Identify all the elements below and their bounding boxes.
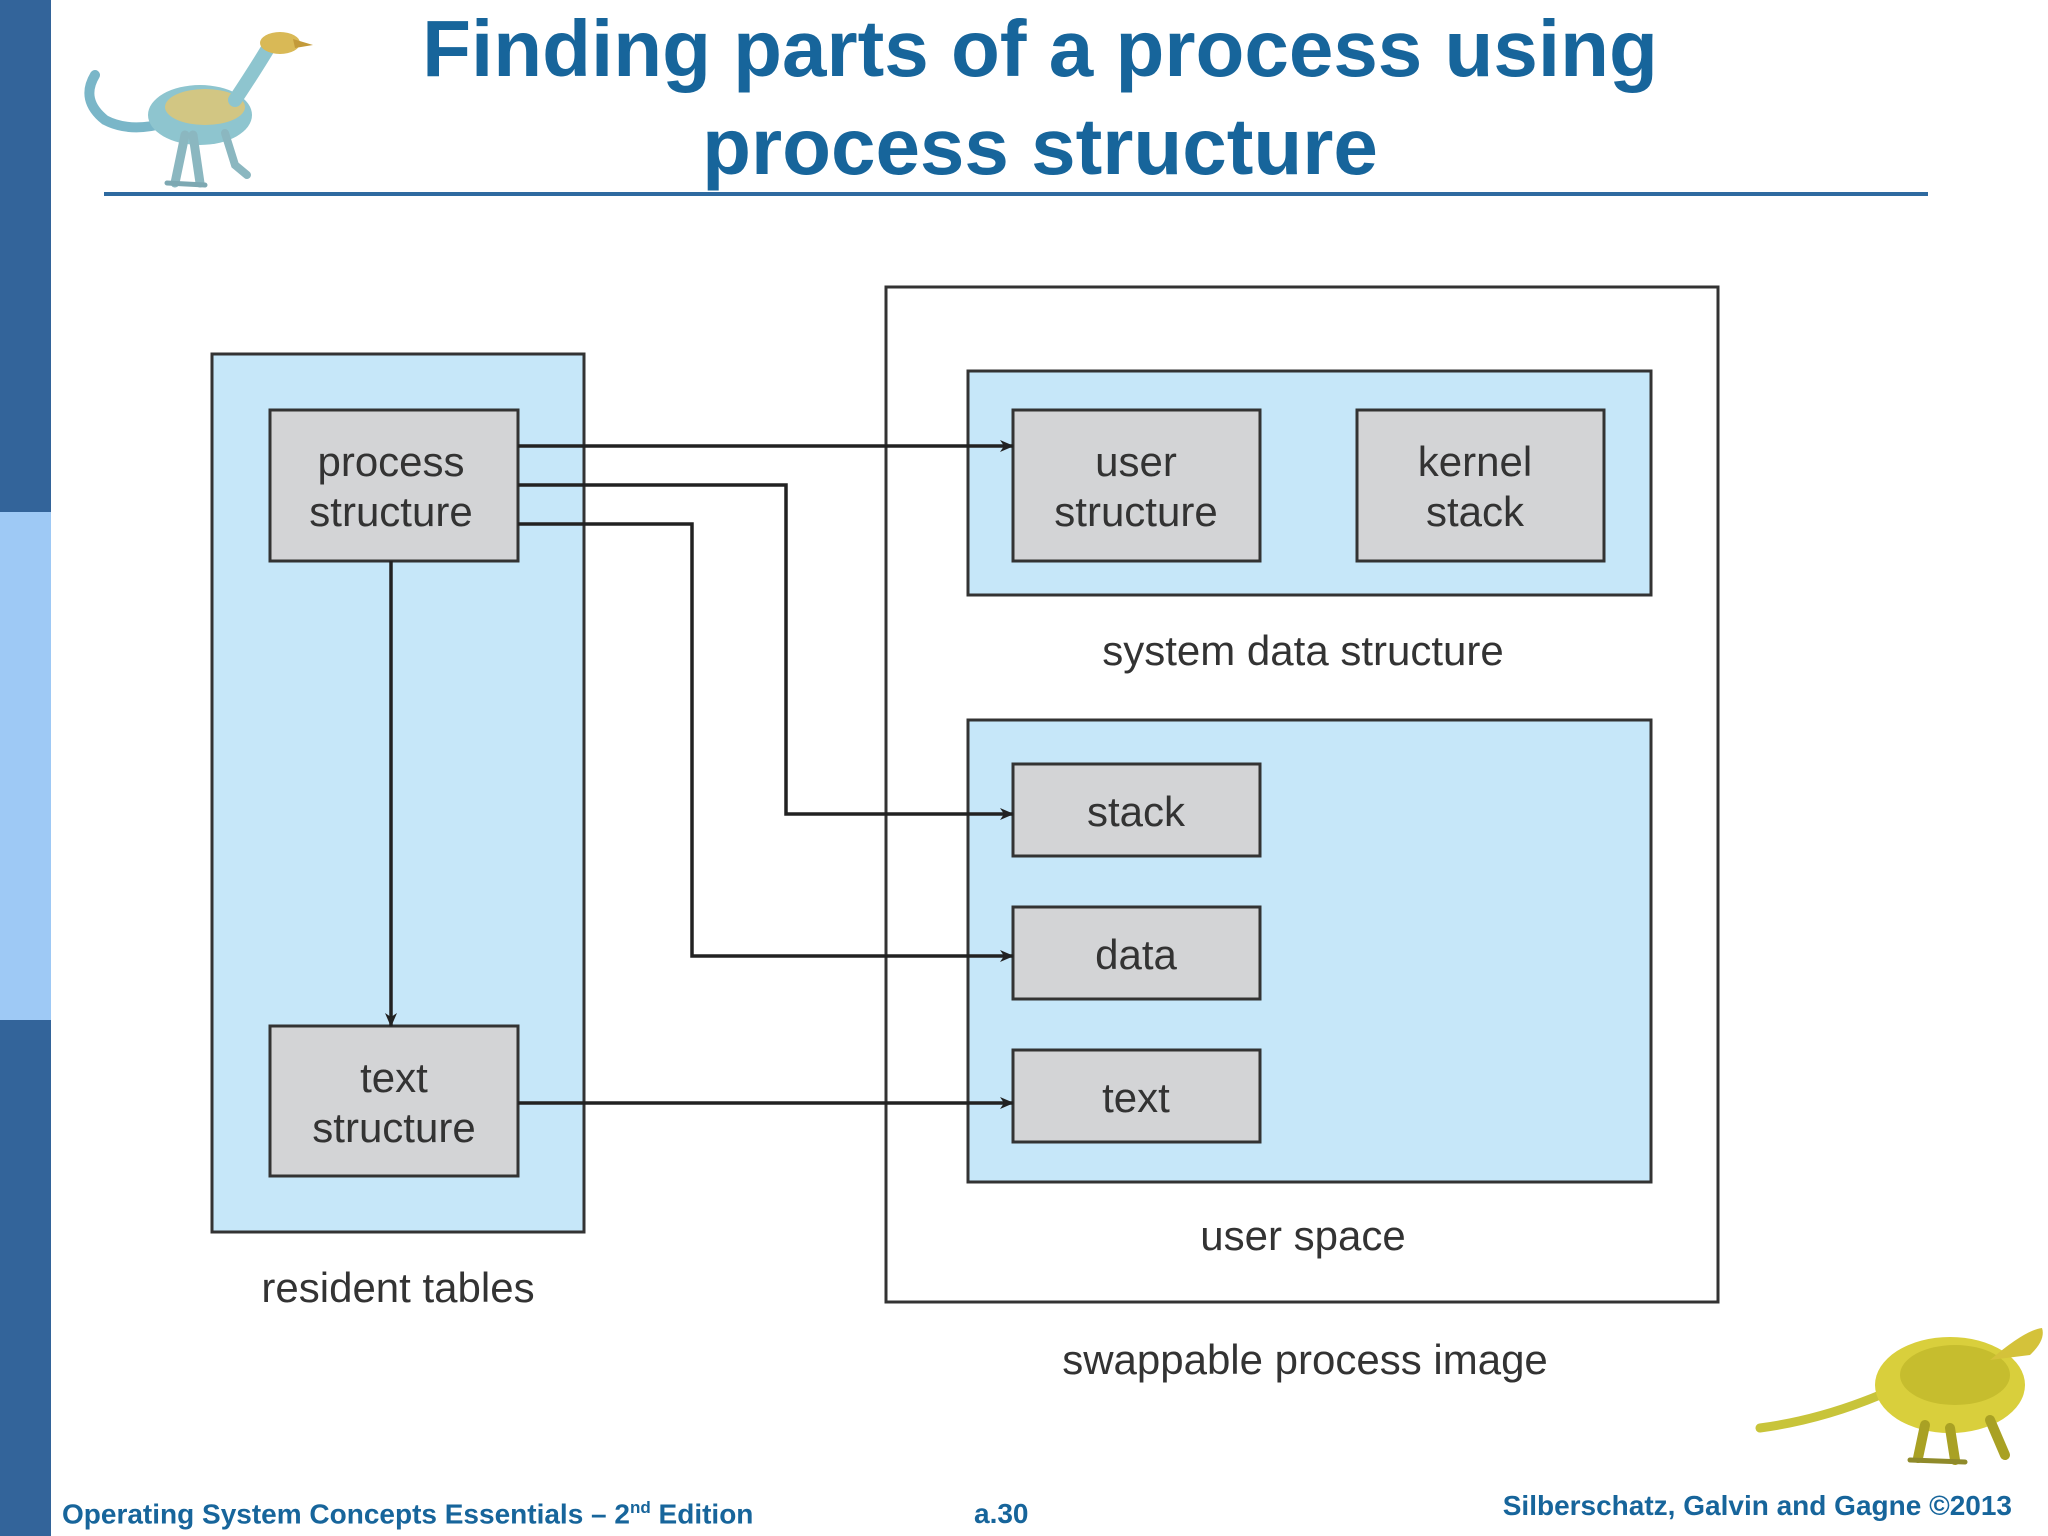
dinosaur-logo-icon	[84, 32, 313, 188]
sidebar-bar-middle	[0, 512, 51, 1020]
title-divider	[104, 192, 1928, 196]
footer-slide-number: a.30	[974, 1498, 1029, 1529]
text-box	[1011, 1048, 1262, 1144]
dinosaur-logo-icon	[1755, 1328, 2043, 1465]
process-structure-box	[268, 408, 520, 563]
slide-title-line-1: Finding parts of a process using	[422, 4, 1658, 93]
data-box	[1011, 905, 1262, 1001]
system-data-structure-label: system data structure	[1102, 627, 1503, 674]
stack-box-label: stack	[1087, 788, 1186, 835]
footer-book-title: Operating System Concepts Essentials – 2…	[62, 1498, 753, 1530]
user-structure-label-line-1: user	[1095, 438, 1177, 485]
sidebar-bar-top	[0, 0, 51, 512]
text-structure-label-line-2: structure	[312, 1104, 475, 1151]
stack-box	[1011, 762, 1262, 858]
user-space-label: user space	[1200, 1212, 1405, 1259]
process-structure-label-line-1: process	[317, 438, 464, 485]
arrow-process-to-stack	[518, 483, 1014, 820]
data-box-label: data	[1095, 931, 1177, 978]
swappable-process-image-label: swappable process image	[1062, 1336, 1548, 1383]
kernel-stack-label-line-1: kernel	[1418, 438, 1532, 485]
footer-copyright: Silberschatz, Galvin and Gagne ©2013	[1502, 1490, 2012, 1521]
text-structure-box	[268, 1024, 520, 1178]
kernel-stack-label-line-2: stack	[1426, 488, 1525, 535]
footer-book-title-sup: nd	[629, 1497, 651, 1517]
slide-title-line-2: process structure	[702, 102, 1378, 191]
sidebar-bar-bottom	[0, 1020, 51, 1536]
resident-tables-label: resident tables	[261, 1264, 534, 1311]
process-structure-label-line-2: structure	[309, 488, 472, 535]
slide-title: Finding parts of a process using process…	[260, 0, 1820, 196]
user-structure-label-line-2: structure	[1054, 488, 1217, 535]
footer-book-title-prefix: Operating System Concepts Essentials – 2	[62, 1498, 630, 1529]
kernel-stack-box	[1355, 408, 1606, 563]
text-structure-label-line-1: text	[360, 1054, 428, 1101]
user-structure-box	[1011, 408, 1262, 563]
arrow-process-to-data	[518, 522, 1014, 962]
text-box-label: text	[1102, 1074, 1170, 1121]
footer-book-title-suffix: Edition	[650, 1498, 754, 1529]
